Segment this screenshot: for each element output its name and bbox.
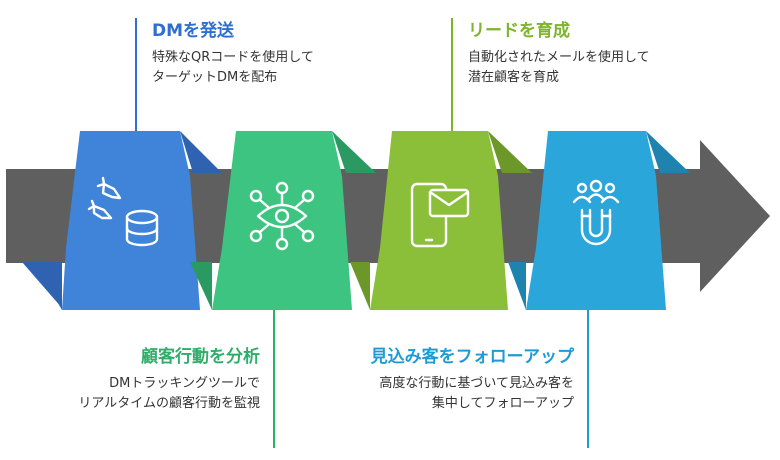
stage-4-label: 見込み客をフォローアップ 高度な行動に基づいて見込み客を 集中してフォローアップ: [284, 346, 574, 414]
stage-2-description: DMトラッキングツールで リアルタイムの顧客行動を監視: [10, 374, 260, 414]
stage-4-desc-line-1: 高度な行動に基づいて見込み客を: [379, 376, 574, 391]
stage-2-desc-line-2: リアルタイムの顧客行動を監視: [78, 396, 260, 411]
stage-1-desc-line-2: ターゲットDMを配布: [152, 70, 278, 85]
stage-2-desc-line-1: DMトラッキングツールで: [109, 376, 260, 391]
stage-4-title: 見込み客をフォローアップ: [370, 347, 574, 367]
stage-3-title: リードを育成: [468, 21, 570, 41]
network-eye-icon: [249, 181, 315, 251]
stage-2-title: 顧客行動を分析: [141, 347, 260, 367]
stage-3-desc-line-1: 自動化されたメールを使用して: [468, 50, 650, 65]
stage-1-desc-line-1: 特殊なQRコードを使用して: [152, 50, 314, 65]
stage-4-desc-line-2: 集中してフォローアップ: [431, 396, 574, 411]
magnet-people-icon: [572, 179, 620, 246]
stage-1-label: DMを発送 特殊なQRコードを使用して ターゲットDMを配布: [152, 20, 412, 88]
missile-database-icon: [87, 176, 159, 247]
stage-3-block: [350, 131, 532, 310]
stage-1-description: 特殊なQRコードを使用して ターゲットDMを配布: [152, 48, 412, 88]
mobile-email-icon: [410, 182, 470, 248]
stage-4-description: 高度な行動に基づいて見込み客を 集中してフォローアップ: [284, 374, 574, 414]
stage-2-block: [190, 131, 376, 310]
stage-3-label: リードを育成 自動化されたメールを使用して 潜在顧客を育成: [468, 20, 728, 88]
stage-4-block: [508, 131, 690, 310]
stage-1-title: DMを発送: [152, 21, 235, 41]
stage-2-label: 顧客行動を分析 DMトラッキングツールで リアルタイムの顧客行動を監視: [10, 346, 260, 414]
stage-3-desc-line-2: 潜在顧客を育成: [468, 70, 560, 85]
stage-3-description: 自動化されたメールを使用して 潜在顧客を育成: [468, 48, 728, 88]
